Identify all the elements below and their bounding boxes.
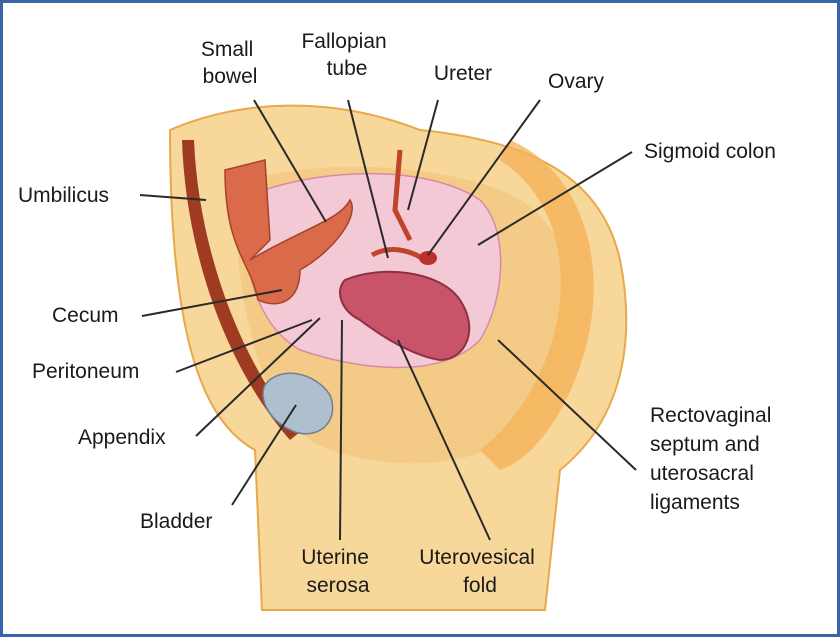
label-ovary: Ovary [548, 70, 605, 93]
label-peritoneum: Peritoneum [32, 360, 139, 383]
label-sigmoid-colon: Sigmoid colon [644, 140, 776, 163]
label-rectovaginal: Rectovaginal septum and uterosacral liga… [650, 404, 777, 514]
label-ureter: Ureter [434, 62, 492, 85]
label-fallopian-tube: Fallopian tube [301, 30, 392, 80]
label-appendix: Appendix [78, 426, 166, 449]
ovary-shape [419, 251, 437, 265]
label-small-bowel: Small bowel [201, 38, 259, 88]
label-umbilicus: Umbilicus [18, 184, 109, 207]
label-bladder: Bladder [140, 510, 212, 533]
label-cecum: Cecum [52, 304, 119, 327]
